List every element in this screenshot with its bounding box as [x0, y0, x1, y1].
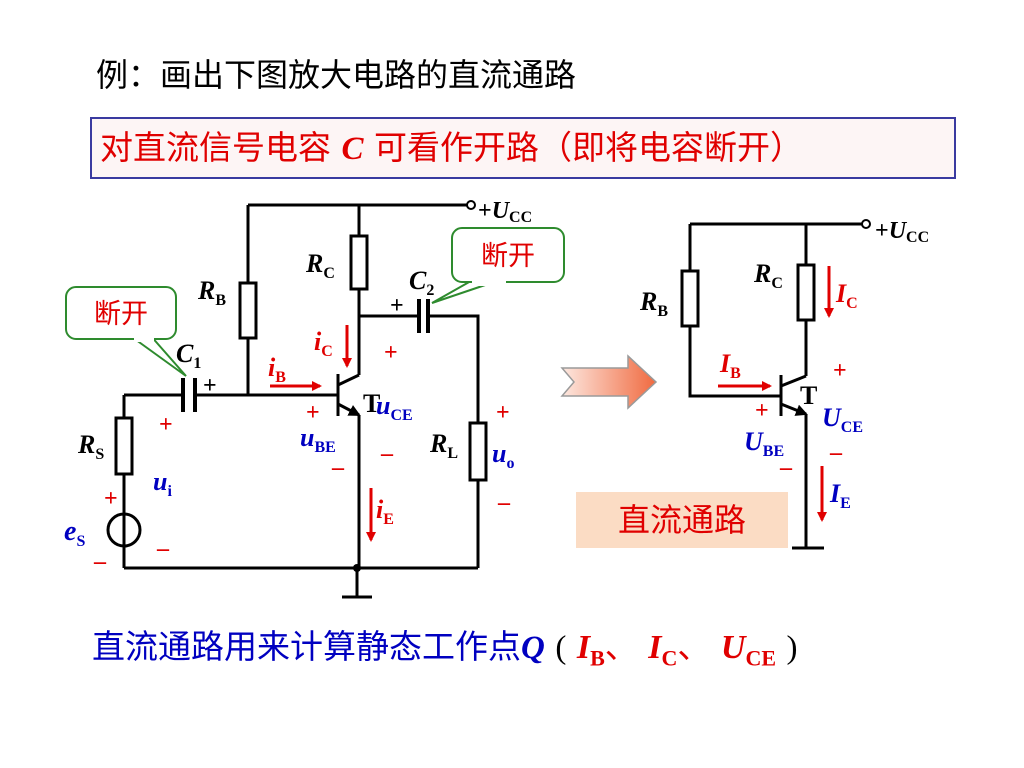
rc-label: RC	[305, 249, 335, 282]
ucc-terminal	[466, 200, 476, 210]
c2-plus: +	[390, 293, 404, 319]
callout-right-text: 断开	[481, 241, 535, 272]
capacitor-c1	[181, 378, 197, 412]
resistor-rl	[468, 421, 488, 482]
r-ucc-terminal	[861, 219, 871, 229]
callout-left: 断开	[65, 286, 187, 377]
c1-label: C1	[176, 339, 201, 372]
resistor-rb	[238, 281, 258, 340]
r-wire-rb	[688, 224, 781, 398]
uce-minus: –	[380, 441, 394, 467]
r-ie-label: IE	[829, 479, 851, 512]
bottom-ic: IC	[648, 629, 678, 671]
bottom-close-paren: )	[786, 630, 798, 666]
r-ube-minus: –	[779, 455, 793, 481]
r-ucc-label: +UCC	[875, 218, 929, 246]
rl-label: RL	[429, 429, 458, 462]
wire-emitter	[124, 415, 478, 570]
bottom-conclusion: 直流通路用来计算静态工作点Q ( IB、 IC、 UCE )	[92, 620, 798, 672]
note-box: 对直流信号电容 C 可看作开路（即将电容断开）	[90, 117, 956, 179]
rb-label: RB	[197, 276, 226, 309]
bottom-ib: IB	[576, 629, 605, 671]
transistor-emitter	[337, 402, 361, 417]
ube-plus: +	[306, 400, 320, 426]
ui-minus: –	[156, 536, 170, 562]
uce-label: uCE	[376, 391, 413, 424]
c2-label: C2	[409, 266, 434, 299]
es-minus: –	[93, 549, 107, 575]
ib-label: iB	[268, 353, 286, 386]
r-ic-label: IC	[835, 279, 858, 312]
dc-path-label: 直流通路	[576, 492, 788, 548]
r-ube-label: UBE	[744, 427, 784, 460]
transform-arrow	[560, 354, 658, 410]
ube-minus: –	[331, 455, 345, 481]
uo-plus: +	[496, 400, 510, 426]
resistor-rc	[349, 234, 369, 291]
capacitor-c2	[417, 299, 430, 333]
r-ib-label: IB	[719, 349, 741, 382]
ground-node	[353, 564, 361, 572]
r-uce-minus: –	[829, 440, 843, 466]
r-uce-plus: +	[833, 358, 847, 384]
transistor-label: T	[363, 389, 380, 418]
ui-label: ui	[153, 467, 172, 500]
rs-label: RS	[77, 430, 104, 463]
uo-label: uo	[492, 439, 514, 472]
bottom-uce: UCE	[720, 629, 777, 671]
wire-c2	[359, 314, 480, 568]
left-circuit	[122, 203, 480, 599]
r-transistor-label: T	[800, 381, 817, 410]
es-plus: +	[104, 486, 118, 512]
uce-plus: +	[384, 340, 398, 366]
r-transistor-emitter	[780, 402, 808, 416]
ic-label: iC	[314, 327, 333, 360]
right-circuit	[688, 222, 862, 550]
r-rb-label: RB	[639, 287, 668, 320]
r-transistor-collector	[780, 374, 807, 388]
uo-minus: –	[497, 490, 511, 516]
r-ube-plus: +	[755, 398, 769, 424]
ube-label: uBE	[300, 423, 336, 456]
page-title: 例：画出下图放大电路的直流通路	[96, 56, 577, 94]
r-uce-label: UCE	[822, 403, 863, 436]
r-rc-label: RC	[753, 259, 783, 292]
ie-label: iE	[376, 495, 394, 528]
bottom-sep-1: 、	[604, 627, 638, 666]
r-resistor-rb	[680, 269, 700, 328]
bottom-sep-2: 、	[677, 627, 711, 666]
bottom-open-paren: (	[555, 630, 567, 666]
transistor-collector	[337, 373, 360, 387]
ui-plus: +	[159, 412, 173, 438]
source-es	[106, 512, 142, 548]
ucc-label: +UCC	[478, 198, 532, 226]
callout-right: 断开	[431, 227, 565, 304]
resistor-rs	[114, 416, 134, 476]
es-label: eS	[64, 516, 85, 550]
r-resistor-rc	[796, 263, 816, 322]
callout-left-text: 断开	[94, 299, 148, 330]
bottom-text: 直流通路用来计算静态工作点	[92, 627, 521, 666]
note-suffix: 可看作开路（即将电容断开）	[363, 128, 804, 167]
bottom-q: Q	[521, 630, 545, 666]
note-prefix: 对直流信号电容	[100, 128, 342, 167]
c1-plus: +	[203, 373, 217, 399]
note-capacitor-var: C	[341, 131, 364, 167]
